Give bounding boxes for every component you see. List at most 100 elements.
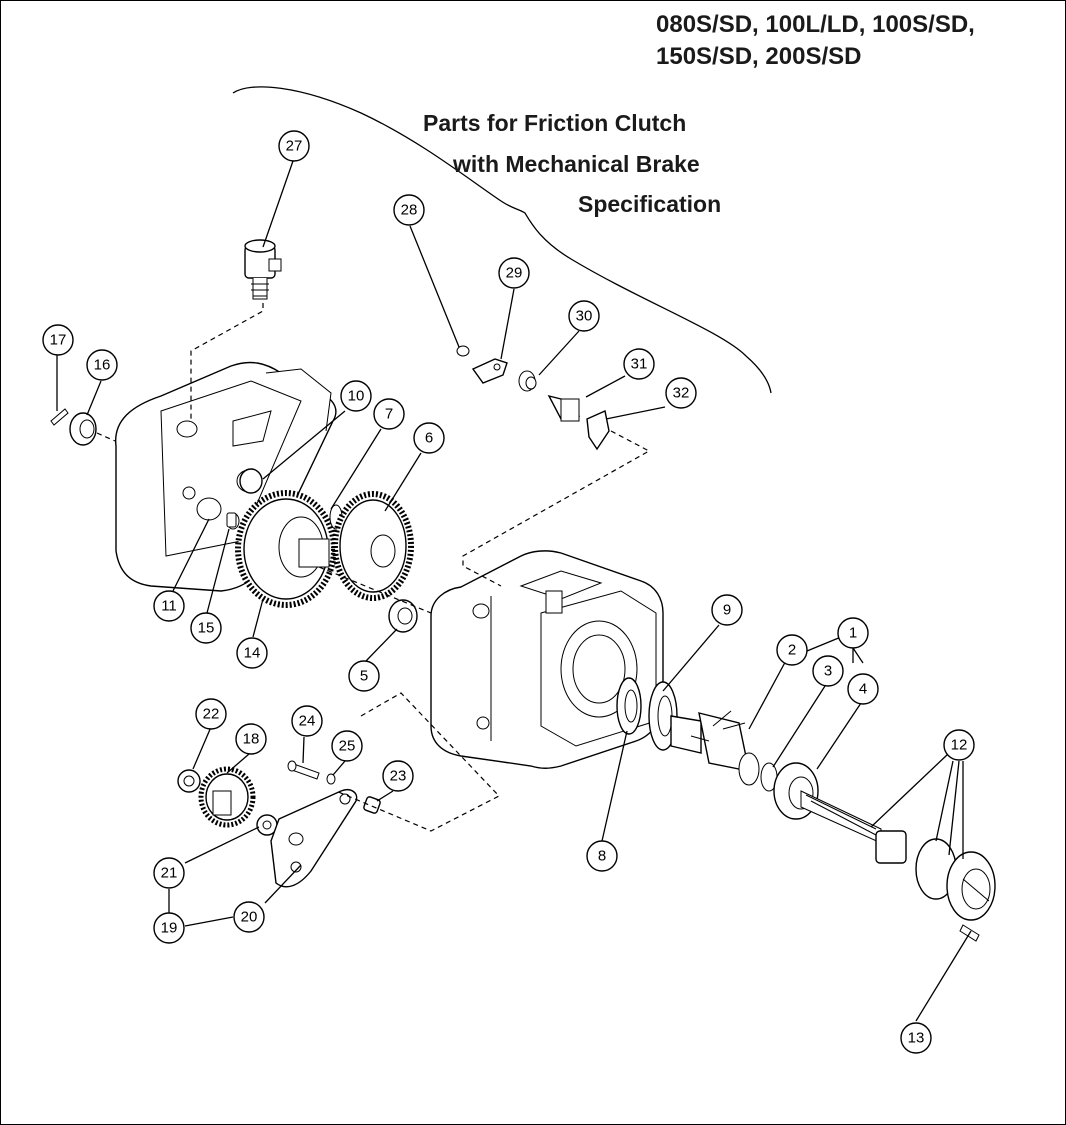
callout-25: 25 [331,730,363,762]
svg-text:1: 1 [849,625,857,642]
svg-text:10: 10 [348,388,365,405]
part-30-spring [518,370,537,392]
bracket-caption-line-2: with Mechanical Brake [453,151,700,177]
svg-text:5: 5 [360,668,368,685]
leader-lines [56,160,972,1022]
callout-24: 24 [291,705,323,737]
svg-text:2: 2 [788,642,796,659]
part-32-lock-washer [586,410,610,451]
svg-text:19: 19 [161,920,178,937]
svg-text:6: 6 [425,430,433,447]
svg-text:25: 25 [339,738,356,755]
part-12-output-shaft [800,790,996,921]
svg-text:9: 9 [723,602,731,619]
svg-text:31: 31 [631,356,648,373]
callout-19: 19 [153,912,185,944]
part-20-arm-plate [270,789,358,888]
callout-3: 3 [812,655,844,687]
alignment-line-16 [96,432,116,442]
part-16-seal [69,412,97,446]
svg-text:4: 4 [859,681,867,698]
callout-20: 20 [233,901,265,933]
callout-7: 7 [373,398,405,430]
svg-text:30: 30 [576,308,593,325]
svg-text:23: 23 [390,768,407,785]
gearbox-cover [115,361,337,592]
callout-8: 8 [586,840,618,872]
callout-31: 31 [623,348,655,380]
callout-14: 14 [236,637,268,669]
callout-4: 4 [847,673,879,705]
part-10-bearing [239,468,263,494]
svg-text:15: 15 [198,620,215,637]
part-15-key [226,512,237,528]
part-17-pin [50,408,69,426]
callout-11: 11 [153,590,185,622]
svg-text:3: 3 [824,663,832,680]
alignment-line-shaft [318,566,432,614]
svg-text:32: 32 [673,385,690,402]
svg-text:12: 12 [951,737,968,754]
callout-30: 30 [568,300,600,332]
alignment-line-gasket [335,692,500,832]
part-6-gear [332,491,414,601]
gearbox-housing [430,550,664,769]
part-27-switch [244,239,282,300]
part-8-oil-seal [616,677,642,735]
callout-6: 6 [413,422,445,454]
callout-10: 10 [340,380,372,412]
part-5-bearing [388,599,418,633]
svg-text:17: 17 [50,332,67,349]
callout-29: 29 [498,257,530,289]
callout-9: 9 [711,594,743,626]
svg-text:20: 20 [241,909,258,926]
part-28-clip [456,345,470,357]
svg-text:13: 13 [908,1030,925,1047]
callout-32: 32 [665,377,697,409]
callout-1: 1 [837,617,869,649]
part-14-large-gear [235,490,337,608]
svg-text:14: 14 [244,645,261,662]
part-18-idler-gear [198,766,256,828]
friction-clutch-bracket [232,86,772,394]
model-list-line-1: 080S/SD, 100L/LD, 100S/SD, [656,11,975,38]
callout-28: 28 [393,194,425,226]
svg-text:16: 16 [94,357,111,374]
callout-27: 27 [278,130,310,162]
svg-text:24: 24 [299,713,316,730]
model-list-line-2: 150S/SD, 200S/SD [656,43,862,70]
part-29-brake-lever [471,358,508,384]
svg-text:21: 21 [161,865,178,882]
svg-text:22: 22 [203,706,220,723]
callout-18: 18 [235,723,267,755]
bracket-caption-line-1: Parts for Friction Clutch [423,110,687,136]
callout-21: 21 [153,857,185,889]
svg-text:28: 28 [401,202,418,219]
callout-12: 12 [943,729,975,761]
callout-2: 2 [776,634,808,666]
svg-text:18: 18 [243,731,260,748]
alignment-line-32 [462,430,651,587]
callout-13: 13 [900,1022,932,1054]
callout-23: 23 [382,760,414,792]
part-31-brake-shaft [547,394,581,422]
alignment-line-27 [190,303,264,421]
part-22-bearing [177,769,201,793]
callout-15: 15 [190,612,222,644]
callout-22: 22 [195,698,227,730]
part-23-collar [363,796,381,814]
callout-17: 17 [42,324,74,356]
part-24-bolt [287,760,320,780]
part-25-washer [326,773,336,785]
svg-text:29: 29 [506,265,523,282]
part-2-clutch-gear [670,710,760,786]
callout-16: 16 [86,349,118,381]
callout-5: 5 [348,660,380,692]
svg-text:27: 27 [286,138,303,155]
svg-text:7: 7 [385,406,393,423]
svg-text:8: 8 [598,848,606,865]
svg-text:11: 11 [161,598,177,615]
bracket-caption-line-3: Specification [578,191,722,217]
